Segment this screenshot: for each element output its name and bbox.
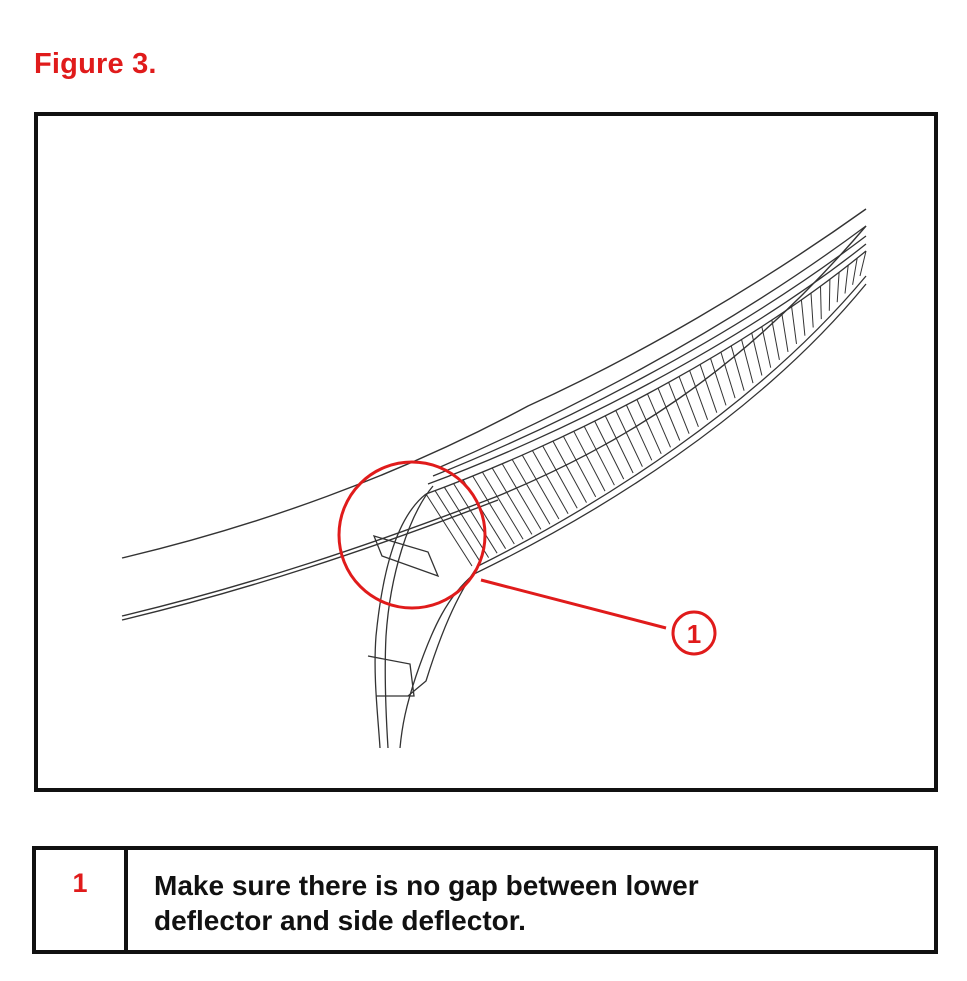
hatch-line [828, 279, 831, 311]
hatch-line [720, 351, 736, 399]
hatch-line [699, 364, 718, 413]
hatch-line [562, 436, 597, 498]
hatch-line [852, 258, 858, 285]
hatch-line [542, 445, 578, 509]
callout-leader [480, 578, 667, 630]
hatch-line [820, 286, 822, 320]
legend-text-line-1: Make sure there is no gap between lower [154, 870, 699, 901]
hatch-line [751, 332, 763, 376]
callout-number: 1 [687, 619, 701, 649]
callout [337, 460, 717, 656]
legend-row-number: 1 [36, 850, 128, 950]
hatch-line [573, 431, 606, 492]
hatch-line [501, 463, 542, 530]
figure-title: Figure 3. [34, 48, 157, 80]
roof-edge-lines [121, 208, 867, 621]
hatch-line [425, 493, 473, 567]
deflector-drawing: 1 [121, 208, 867, 749]
hatch-line [678, 376, 699, 427]
hatch-line [531, 450, 569, 514]
hatch-line [443, 486, 490, 558]
hatch-line [668, 382, 690, 434]
hatch-line [647, 393, 671, 448]
callout-badge [671, 610, 717, 656]
hatch-line [472, 475, 515, 545]
hatch-line [453, 483, 498, 554]
hatch-line [491, 467, 533, 535]
hatch-line [552, 440, 587, 503]
hatch-line [741, 339, 754, 384]
hatch-line [625, 404, 653, 461]
deflector-outline [367, 225, 867, 749]
hatch-line [791, 306, 797, 344]
hatch-line [761, 326, 772, 368]
hatch-line [844, 265, 849, 294]
deflector-hatching [425, 250, 867, 567]
hatch-line [521, 454, 560, 520]
callout-circle [337, 460, 487, 610]
hatch-line [594, 420, 625, 480]
hatch-line [800, 299, 806, 336]
hatch-line [771, 319, 780, 360]
hatch-line [583, 426, 615, 486]
hatch-line [434, 490, 481, 563]
hatch-line [781, 313, 789, 352]
hatch-line [836, 272, 840, 303]
hatch-line [730, 345, 745, 391]
legend-table: 1 Make sure there is no gap between lowe… [32, 846, 938, 954]
hatch-line [636, 399, 662, 455]
hatch-line [615, 410, 643, 467]
hatch-line [710, 358, 727, 406]
hatch-line [657, 388, 681, 441]
legend-text-line-2: deflector and side deflector. [154, 905, 526, 936]
hatch-line [511, 459, 551, 525]
hatch-line [604, 415, 634, 474]
hatch-line [481, 471, 524, 540]
hatch-line [859, 250, 867, 277]
hatch-line [689, 370, 709, 420]
hatch-line [810, 292, 814, 328]
figure-frame: 1 [34, 112, 938, 792]
legend-row-text: Make sure there is no gap between lower … [128, 850, 934, 950]
